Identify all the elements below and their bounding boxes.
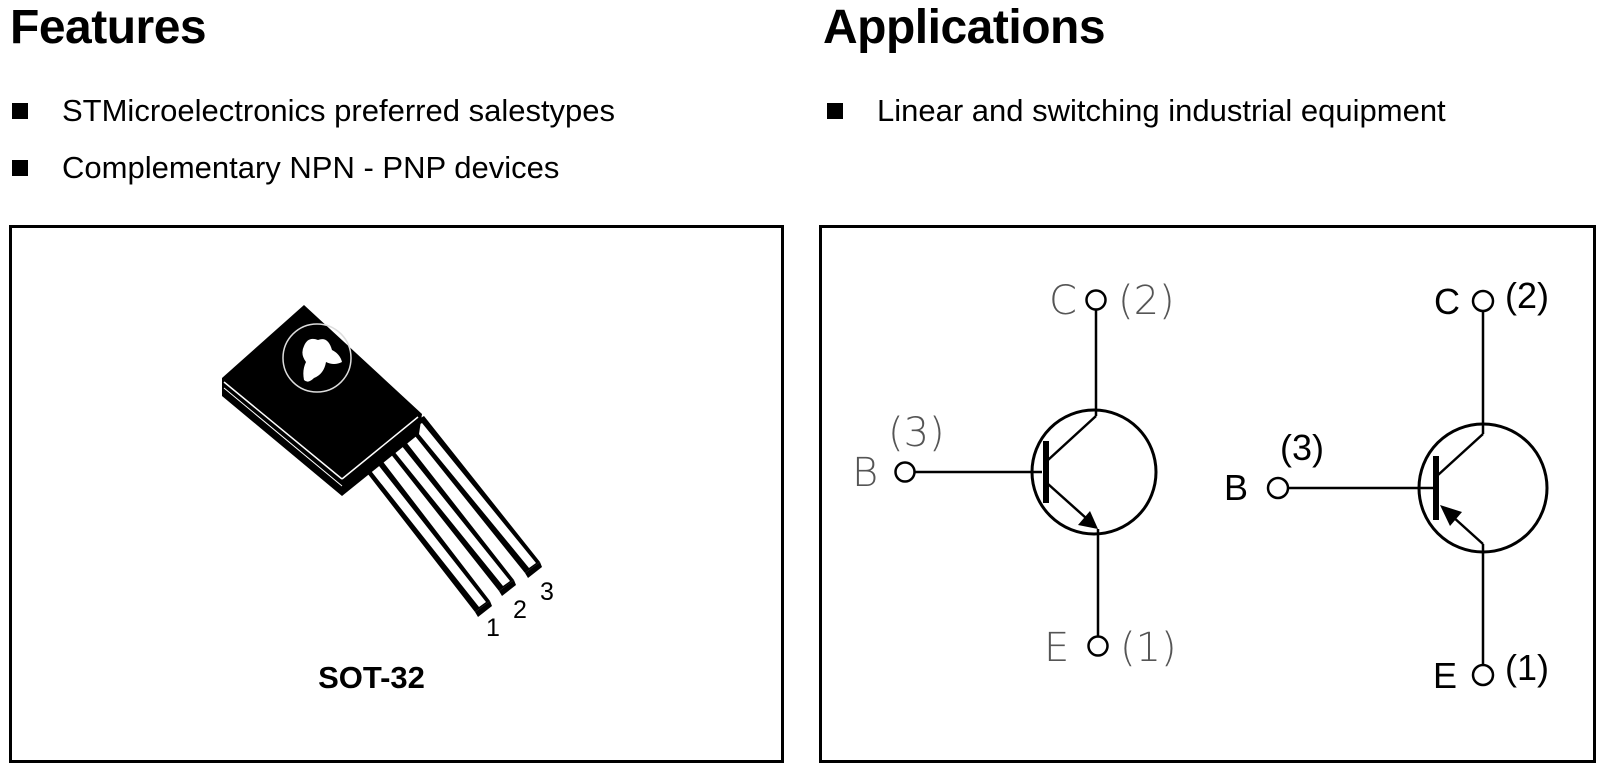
application-item: Linear and switching industrial equipmen… xyxy=(825,82,1446,139)
lead-2 xyxy=(382,433,516,596)
sot32-package-drawing xyxy=(222,305,542,617)
feature-text: Complementary NPN - PNP devices xyxy=(62,149,560,185)
npn-schematic: C (2) B (3) E (1) xyxy=(852,278,1177,671)
npn-base-letter: B xyxy=(852,450,878,496)
lead-1 xyxy=(357,450,492,617)
bullet-square-icon xyxy=(12,102,28,119)
pnp-emitter-letter: E xyxy=(1433,655,1457,696)
pnp-emitter-pin: (1) xyxy=(1505,647,1549,688)
applications-heading: Applications xyxy=(823,1,1106,54)
pnp-collector-pin: (2) xyxy=(1505,275,1549,316)
pnp-base-pin: (3) xyxy=(1280,427,1324,468)
npn-body-circle xyxy=(1030,408,1158,536)
feature-item: STMicroelectronics preferred salestypes xyxy=(10,82,615,139)
npn-collector-terminal xyxy=(1085,289,1107,311)
bullet-square-icon xyxy=(12,159,28,176)
bullet-square-icon xyxy=(827,102,843,119)
pnp-base-letter: B xyxy=(1224,467,1248,508)
package-leads xyxy=(357,416,542,617)
pnp-schematic: C (2) B (3) E (1) xyxy=(1224,275,1549,696)
pnp-base-terminal xyxy=(1266,476,1290,500)
features-list: STMicroelectronics preferred salestypes … xyxy=(10,82,615,196)
npn-emitter-arrow-icon xyxy=(1078,511,1098,529)
npn-base-pin: (3) xyxy=(888,410,945,456)
transistor-schematics: C (2) B (3) E (1) C (2) B xyxy=(852,275,1549,696)
pin-number-3: 3 xyxy=(540,578,554,606)
pnp-emitter-arrow-icon xyxy=(1440,505,1462,526)
npn-emitter-terminal xyxy=(1087,635,1109,657)
lead-3 xyxy=(407,416,542,578)
package-panel: 1 2 3 SOT-32 xyxy=(9,225,784,763)
pnp-emitter-terminal xyxy=(1471,663,1495,687)
applications-list: Linear and switching industrial equipmen… xyxy=(825,82,1446,139)
npn-collector-pin: (2) xyxy=(1118,278,1175,324)
npn-base-terminal xyxy=(894,461,916,483)
features-heading: Features xyxy=(10,1,207,54)
package-body xyxy=(222,305,422,496)
pin-number-2: 2 xyxy=(513,596,527,624)
pinout-panel: C (2) B (3) E (1) C (2) B xyxy=(819,225,1596,763)
pin-number-1: 1 xyxy=(486,614,500,642)
feature-text: STMicroelectronics preferred salestypes xyxy=(62,92,616,128)
pnp-collector-terminal xyxy=(1471,289,1495,313)
npn-emitter-letter: E xyxy=(1044,625,1069,671)
npn-emitter-pin: (1) xyxy=(1120,625,1177,671)
pnp-collector-letter: C xyxy=(1434,281,1460,322)
npn-collector-letter: C xyxy=(1049,278,1077,324)
st-logo-icon xyxy=(302,338,342,382)
logo-ring xyxy=(282,323,352,393)
application-text: Linear and switching industrial equipmen… xyxy=(877,92,1446,128)
package-name: SOT-32 xyxy=(318,660,425,695)
feature-item: Complementary NPN - PNP devices xyxy=(10,139,615,196)
